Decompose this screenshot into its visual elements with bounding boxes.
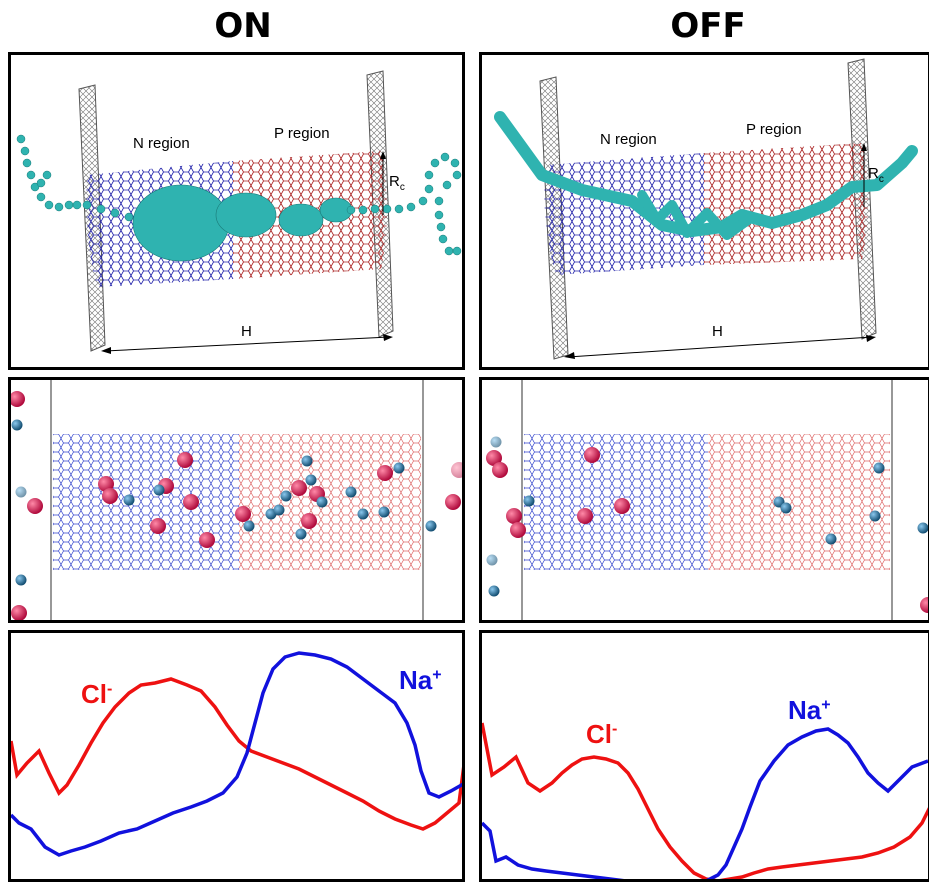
chloride-curve: [11, 677, 462, 831]
height-arrow: [567, 336, 873, 358]
height-label: H: [712, 323, 723, 340]
off-structure-drawing: [494, 58, 918, 360]
off-profile-plot: [482, 722, 928, 879]
on-profile-panel: Cl- Na+: [8, 630, 465, 882]
chloride-label: Cl-: [81, 679, 113, 709]
n-region-tube: [544, 153, 704, 275]
sodium-curve: [11, 651, 462, 857]
chloride-label: Cl-: [586, 719, 618, 749]
off-ions-drawing: [486, 380, 928, 620]
p-region-tube: [708, 434, 890, 570]
polymer-chain: [132, 184, 353, 262]
chloride-curve: [482, 722, 928, 879]
p-region-label: P region: [746, 121, 802, 138]
title-off: OFF: [670, 6, 746, 46]
p-region-label: P region: [274, 125, 330, 142]
on-profile-plot: [11, 651, 462, 857]
p-region-tube: [239, 434, 421, 570]
radius-label: Rc: [389, 173, 405, 193]
sodium-label: Na+: [399, 665, 442, 695]
title-on: ON: [214, 6, 272, 46]
height-arrow: [104, 336, 390, 352]
polymer-chain: [494, 111, 918, 237]
off-structure-panel: N region P region Rc H: [479, 52, 929, 370]
sodium-ions: [486, 436, 928, 597]
sodium-ions: [11, 419, 437, 586]
polymer-tails: [16, 134, 462, 256]
off-profile-panel: Cl- Na+: [479, 630, 929, 882]
p-region-tube: [704, 143, 868, 265]
on-structure-drawing: [16, 70, 462, 354]
n-region-label: N region: [133, 135, 190, 152]
chloride-ions: [486, 447, 928, 613]
n-region-label: N region: [600, 131, 657, 148]
n-region-tube: [53, 434, 239, 570]
on-structure-panel: N region P region Rc H: [8, 52, 465, 370]
height-label: H: [241, 323, 252, 340]
sodium-label: Na+: [788, 695, 831, 725]
on-ions-panel: [8, 377, 465, 623]
off-ions-panel: [479, 377, 929, 623]
on-ions-drawing: [11, 380, 462, 620]
sodium-curve: [482, 727, 928, 879]
radius-label: Rc: [868, 165, 884, 185]
